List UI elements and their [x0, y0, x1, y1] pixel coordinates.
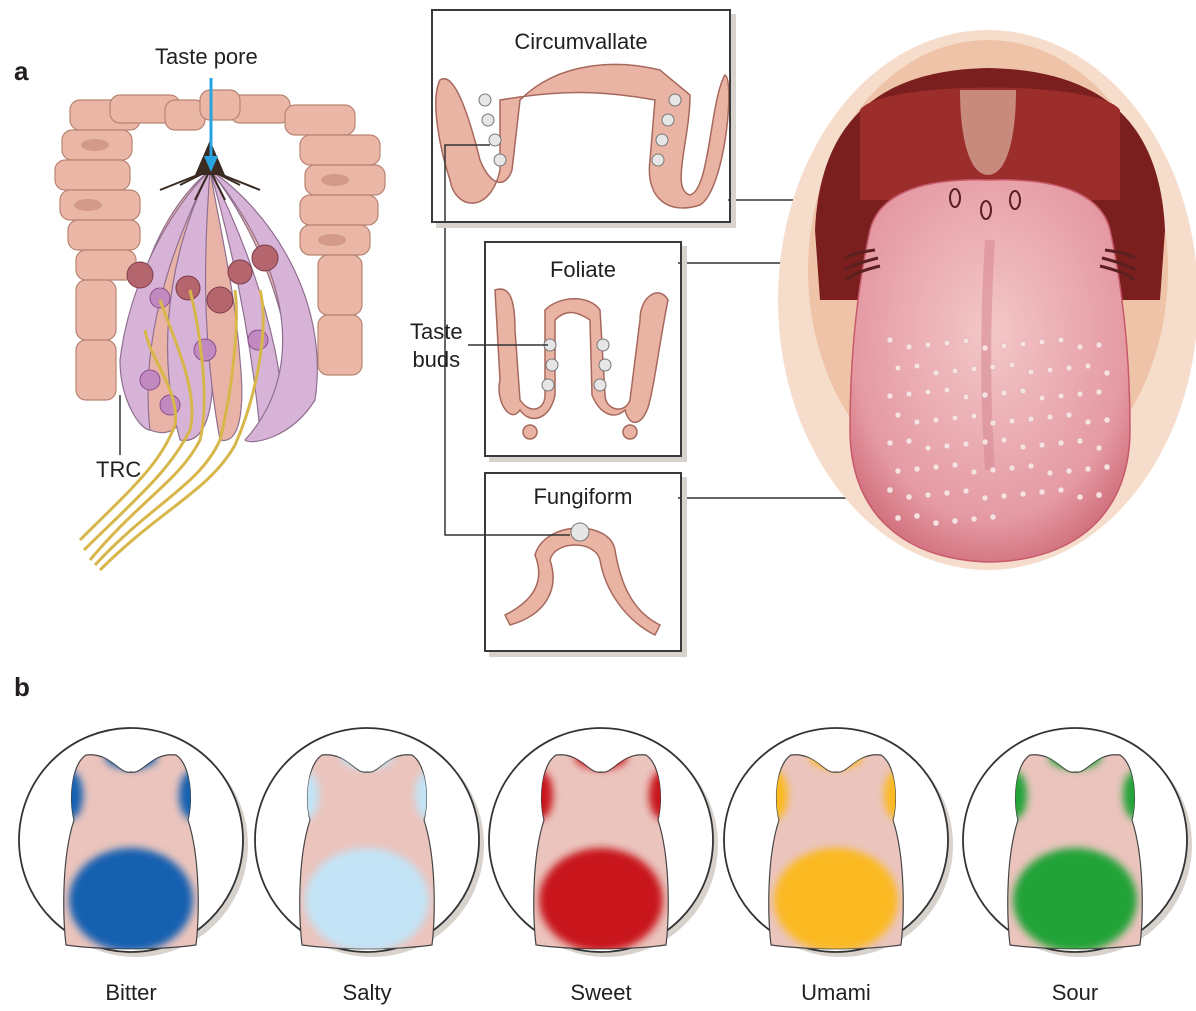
umami-label: Umami [736, 980, 936, 1006]
sweet-tongue-map-icon [489, 728, 718, 957]
sour-label: Sour [975, 980, 1175, 1006]
bitter-tongue-map-icon [19, 728, 248, 957]
bitter-label: Bitter [31, 980, 231, 1006]
sour-tongue-map-icon [963, 728, 1192, 957]
umami-tongue-map-icon [724, 728, 953, 957]
salty-label: Salty [267, 980, 467, 1006]
sweet-label: Sweet [501, 980, 701, 1006]
salty-tongue-map-icon [255, 728, 484, 957]
